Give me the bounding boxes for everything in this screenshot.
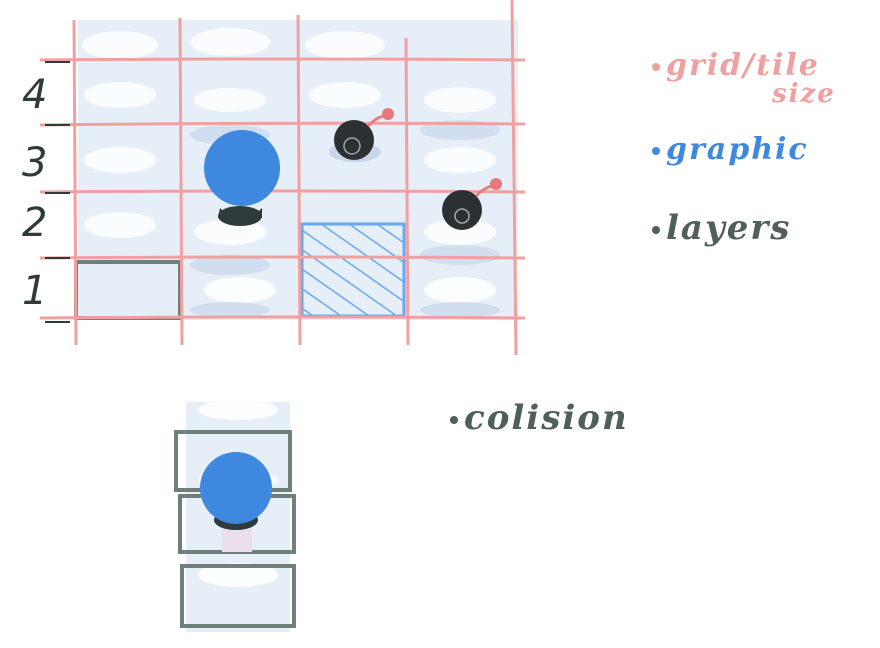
- note-grid-tile-size-line2: size: [772, 79, 836, 109]
- row-label-4: 4: [22, 72, 48, 118]
- note-layers-label: layers: [666, 208, 792, 248]
- player-icon: [204, 130, 280, 226]
- bullet-dot: [450, 416, 458, 424]
- collision-example: [174, 400, 296, 632]
- bomb-icon: [442, 178, 502, 230]
- hatched-tile: [300, 222, 406, 318]
- note-graphic-label: graphic: [666, 132, 809, 167]
- row-label-1: 1: [22, 268, 48, 314]
- bomb-icon: [329, 108, 394, 162]
- bullet-dot: [652, 63, 660, 71]
- note-layers: layers: [652, 208, 791, 248]
- row-ticks: [45, 61, 70, 323]
- row-label-3: 3: [22, 140, 48, 186]
- note-colision-label: colision: [464, 398, 629, 438]
- note-grid-tile-size-line1: grid/tile: [666, 48, 820, 83]
- note-grid-tile-size: grid/tile size: [652, 51, 836, 109]
- bullet-dot: [652, 226, 660, 234]
- note-colision: colision: [450, 398, 629, 438]
- row-label-2: 2: [22, 200, 48, 246]
- note-graphic: graphic: [652, 132, 809, 167]
- bullet-dot: [652, 147, 660, 155]
